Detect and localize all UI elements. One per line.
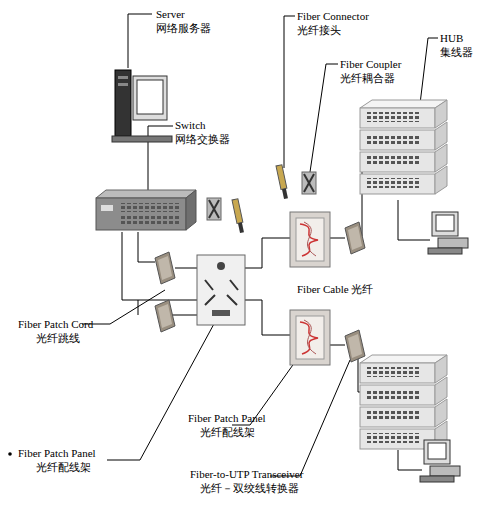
callout-label: 光纤耦合器	[340, 72, 395, 85]
callout-label: HUB	[440, 32, 463, 45]
callout-label: Fiber Connector	[297, 10, 369, 23]
callout-label: 光纤配线架	[36, 461, 91, 474]
callout-label: Fiber Cable 光纤	[297, 283, 373, 296]
callout-label: Fiber Patch Cord	[18, 318, 93, 331]
callout-label: 网络交换器	[175, 133, 230, 146]
callout-label: Fiber Coupler	[340, 58, 401, 71]
callout-label: Switch	[175, 119, 206, 132]
callout-label: Fiber-to-UTP Transceiver	[190, 468, 303, 481]
callout-label: 光纤接头	[297, 24, 341, 37]
callout-label: Fiber Patch Panel	[18, 447, 96, 460]
callout-label: 网络服务器	[156, 22, 211, 35]
callout-label: 集线器	[440, 46, 473, 59]
callout-label: 光纤跳线	[36, 332, 80, 345]
callout-label: 光纤－双绞线转换器	[200, 482, 299, 495]
callout-label: Server	[156, 8, 185, 21]
callout-label: Fiber Patch Panel	[188, 412, 266, 425]
callout-label: 光纤配线架	[200, 426, 255, 439]
